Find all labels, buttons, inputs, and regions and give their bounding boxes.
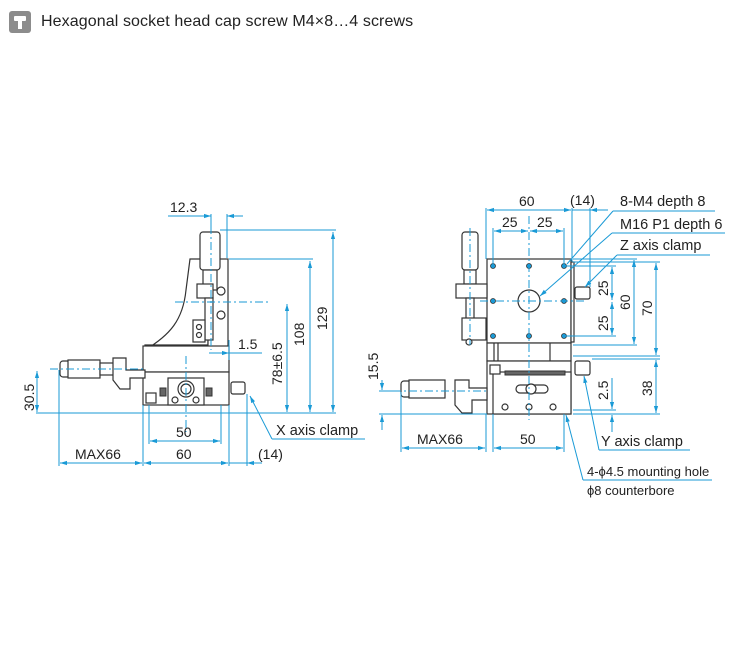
side-view-stage bbox=[59, 231, 246, 406]
front-dim-50: 50 bbox=[520, 431, 536, 447]
front-dim-v25-top: 25 bbox=[595, 280, 611, 296]
dim-78: 78±6.5 bbox=[269, 342, 285, 385]
front-dim-v25-bottom: 25 bbox=[595, 315, 611, 331]
label-y-axis-clamp: Y axis clamp bbox=[601, 434, 683, 450]
dim-14: (14) bbox=[258, 446, 283, 462]
front-dim-v70: 70 bbox=[639, 300, 655, 316]
label-tapped-holes: 8-M4 depth 8 bbox=[620, 194, 705, 210]
front-dim-38: 38 bbox=[639, 380, 655, 396]
label-center-thread: M16 P1 depth 6 bbox=[620, 217, 722, 233]
label-counterbore: ϕ8 counterbore bbox=[587, 483, 675, 498]
front-dim-25-left: 25 bbox=[502, 214, 518, 230]
dim-1-5: 1.5 bbox=[238, 336, 258, 352]
dim-30-5: 30.5 bbox=[21, 384, 37, 411]
label-x-axis-clamp: X axis clamp bbox=[276, 423, 358, 439]
front-view: 60 (14) 25 25 8-M4 depth 8 M16 P1 depth … bbox=[365, 192, 725, 498]
hex-socket-screw-icon bbox=[9, 11, 31, 33]
front-dim-v60: 60 bbox=[617, 294, 633, 310]
label-z-axis-clamp: Z axis clamp bbox=[620, 238, 701, 254]
header: Hexagonal socket head cap screw M4×8…4 s… bbox=[9, 9, 413, 35]
dim-50: 50 bbox=[176, 424, 192, 440]
dim-12-3: 12.3 bbox=[170, 199, 197, 215]
front-dim-max66: MAX66 bbox=[417, 431, 463, 447]
front-dim-14: (14) bbox=[570, 192, 595, 208]
dim-max66: MAX66 bbox=[75, 446, 121, 462]
front-dim-60: 60 bbox=[519, 193, 535, 209]
front-dim-2-5: 2.5 bbox=[595, 380, 611, 400]
header-title: Hexagonal socket head cap screw M4×8…4 s… bbox=[41, 13, 414, 30]
dim-60: 60 bbox=[176, 446, 192, 462]
side-view: 12.3 129 108 78±6.5 1.5 30.5 50 bbox=[21, 199, 365, 466]
dim-129: 129 bbox=[314, 306, 330, 330]
dim-108: 108 bbox=[291, 322, 307, 346]
front-dim-25-right: 25 bbox=[537, 214, 553, 230]
label-mounting-hole: 4-ϕ4.5 mounting hole bbox=[587, 464, 709, 479]
front-view-stage bbox=[400, 231, 591, 415]
front-dim-15-5: 15.5 bbox=[365, 353, 381, 380]
